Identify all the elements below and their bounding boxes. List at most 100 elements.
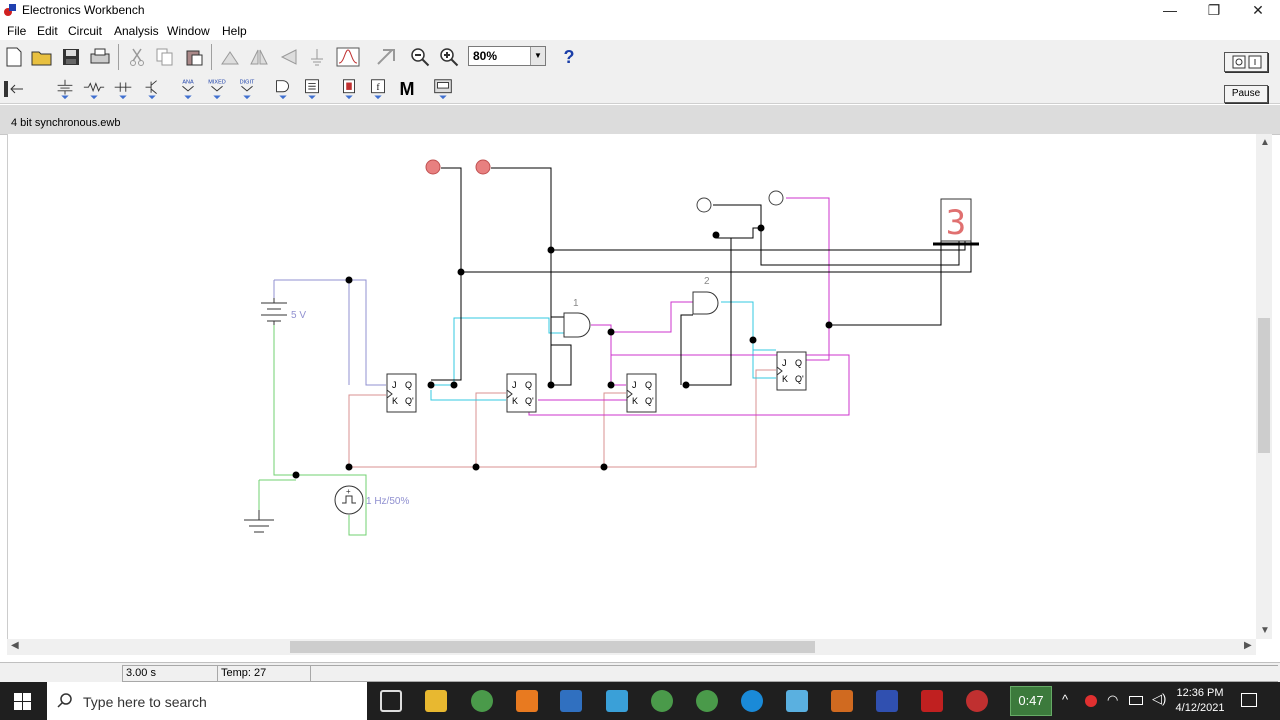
miscellaneous-bin-button[interactable]: M: [399, 78, 415, 99]
scroll-up-icon[interactable]: ▲: [1260, 137, 1270, 148]
chrome-profile-icon[interactable]: [651, 690, 673, 712]
clock-date: 4/12/2021: [1175, 702, 1225, 714]
windows-taskbar: Type here to search 0:47 ^ ◠ ◁) 12:36 PM…: [0, 682, 1280, 720]
minimize-button[interactable]: —: [1163, 2, 1177, 18]
zoom-out-icon[interactable]: [407, 44, 433, 70]
close-button[interactable]: ✕: [1252, 2, 1264, 18]
svg-text:DIGIT: DIGIT: [240, 79, 255, 85]
parts-bin-toggle-icon[interactable]: [1, 76, 27, 102]
menu-file[interactable]: File: [7, 24, 27, 38]
vlc-icon[interactable]: [516, 690, 538, 712]
toolbar-divider: [211, 44, 212, 70]
and-gate-1: [563, 312, 591, 338]
matlab-icon[interactable]: [831, 690, 853, 712]
windows-start-icon[interactable]: [14, 693, 31, 710]
notifications-icon[interactable]: [1241, 693, 1257, 707]
paste-icon[interactable]: [181, 44, 207, 70]
diodes-bin-icon[interactable]: [110, 76, 136, 102]
wifi-icon[interactable]: ◠: [1107, 692, 1119, 707]
svg-text:J: J: [512, 380, 517, 390]
menu-window[interactable]: Window: [167, 24, 210, 38]
probe-2: [475, 159, 491, 175]
record-indicator-icon[interactable]: [1085, 695, 1097, 707]
menu-circuit[interactable]: Circuit: [68, 24, 103, 38]
digital-ics-bin-icon[interactable]: DIGIT: [234, 76, 260, 102]
open-folder-icon[interactable]: [29, 44, 55, 70]
app-icon[interactable]: [606, 690, 628, 712]
analog-ics-bin-icon[interactable]: ANA: [175, 76, 201, 102]
chevron-up-icon[interactable]: ^: [1062, 692, 1069, 707]
taskbar-search[interactable]: Type here to search: [47, 682, 367, 720]
instruments-bin-icon[interactable]: [430, 76, 456, 102]
component-properties-icon[interactable]: [304, 44, 330, 70]
pause-button[interactable]: Pause: [1224, 85, 1268, 103]
battery-icon[interactable]: [1129, 696, 1143, 705]
svg-text:+: +: [346, 487, 351, 496]
cut-icon[interactable]: [124, 44, 150, 70]
horizontal-scroll-thumb[interactable]: [290, 641, 815, 653]
help-button[interactable]: ?: [563, 46, 575, 67]
print-icon[interactable]: [87, 44, 113, 70]
window-title: Electronics Workbench: [22, 3, 145, 17]
save-icon[interactable]: [58, 44, 84, 70]
menu-bar: File Edit Circuit Analysis Window Help: [0, 20, 1280, 40]
new-file-icon[interactable]: [1, 44, 27, 70]
acrobat-icon[interactable]: [921, 690, 943, 712]
zoom-value: 80%: [473, 49, 498, 63]
zoom-in-icon[interactable]: [436, 44, 462, 70]
flip-horizontal-icon[interactable]: [246, 44, 272, 70]
file-explorer-icon[interactable]: [425, 690, 447, 712]
mixed-ics-bin-icon[interactable]: MIXED: [204, 76, 230, 102]
copy-icon[interactable]: [152, 44, 178, 70]
recorder-icon[interactable]: [966, 690, 988, 712]
scroll-left-icon[interactable]: ◀: [11, 640, 19, 651]
controls-bin-icon[interactable]: f: [365, 76, 391, 102]
task-view-icon[interactable]: [380, 690, 402, 712]
document-title: 4 bit synchronous.ewb: [11, 117, 121, 129]
zoom-select[interactable]: 80% ▼: [468, 46, 546, 66]
gpu-widget[interactable]: 0:47: [1010, 686, 1052, 716]
svg-text:J: J: [782, 358, 787, 368]
indicators-bin-icon[interactable]: [336, 76, 362, 102]
chrome-profile-2-icon[interactable]: [696, 690, 718, 712]
system-clock[interactable]: 12:36 PM 4/12/2021: [1170, 686, 1230, 716]
graph-icon[interactable]: [335, 44, 361, 70]
edge-icon[interactable]: [741, 690, 763, 712]
transistors-bin-icon[interactable]: [139, 76, 165, 102]
clock-label: 1 Hz/50%: [366, 496, 409, 507]
flip-vertical-icon[interactable]: [275, 44, 301, 70]
electronics-workbench-taskbar-icon[interactable]: [876, 690, 898, 712]
basic-bin-icon[interactable]: [81, 76, 107, 102]
svg-text:Q': Q': [645, 396, 654, 406]
menu-edit[interactable]: Edit: [37, 24, 58, 38]
store-icon[interactable]: [560, 690, 582, 712]
sources-bin-icon[interactable]: [52, 76, 78, 102]
logic-gates-bin-icon[interactable]: [270, 76, 296, 102]
rotate-icon[interactable]: [217, 44, 243, 70]
probe-4: [768, 190, 784, 206]
app-2-icon[interactable]: [786, 690, 808, 712]
chevron-down-icon[interactable]: ▼: [530, 47, 545, 65]
svg-text:MIXED: MIXED: [208, 79, 225, 85]
probe-1: [425, 159, 441, 175]
and-gate-2: [692, 291, 719, 315]
menu-help[interactable]: Help: [222, 24, 247, 38]
chrome-icon[interactable]: [471, 690, 493, 712]
create-subcircuit-icon[interactable]: [373, 44, 399, 70]
volume-icon[interactable]: ◁): [1152, 691, 1167, 706]
scroll-right-icon[interactable]: ▶: [1244, 640, 1252, 651]
restore-button[interactable]: ❐: [1207, 2, 1221, 18]
menu-analysis[interactable]: Analysis: [114, 24, 159, 38]
digital-bin-icon[interactable]: [299, 76, 325, 102]
power-switch[interactable]: [1224, 52, 1268, 72]
scroll-down-icon[interactable]: ▼: [1260, 625, 1270, 636]
vertical-scroll-thumb[interactable]: [1258, 318, 1270, 453]
battery: [261, 298, 287, 325]
svg-text:Q: Q: [405, 380, 412, 390]
status-bar: 3.00 s Temp: 27: [0, 662, 1280, 682]
